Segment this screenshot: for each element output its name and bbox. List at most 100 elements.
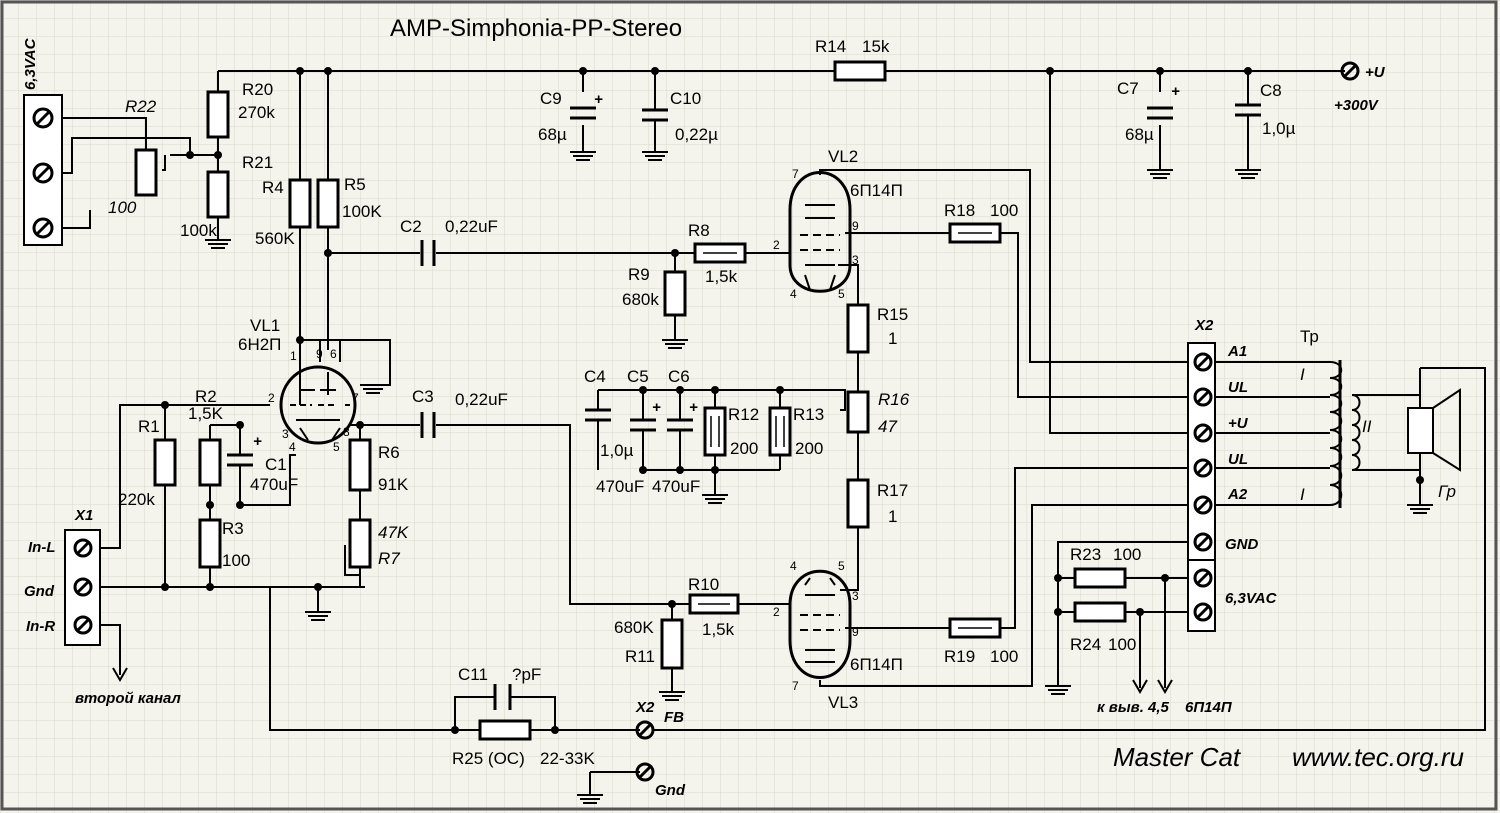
capacitor-c7 bbox=[1147, 106, 1173, 120]
capacitor-c8 bbox=[1235, 103, 1261, 117]
resistor-r3 bbox=[198, 518, 222, 569]
svg-text:100: 100 bbox=[1113, 545, 1141, 564]
svg-text:R9: R9 bbox=[628, 265, 650, 284]
svg-text:1: 1 bbox=[888, 507, 897, 526]
svg-text:6П14П: 6П14П bbox=[850, 181, 903, 200]
svg-text:680K: 680K bbox=[614, 618, 654, 637]
svg-text:VL2: VL2 bbox=[828, 147, 858, 166]
svg-text:C10: C10 bbox=[670, 89, 701, 108]
svg-text:R1: R1 bbox=[138, 417, 160, 436]
ground-symbols bbox=[205, 151, 1433, 804]
svg-text:R4: R4 bbox=[262, 178, 284, 197]
svg-text:R17: R17 bbox=[877, 481, 908, 500]
svg-text:R16: R16 bbox=[878, 390, 910, 409]
capacitors: ++ ++ + bbox=[227, 83, 1261, 710]
svg-text:2: 2 bbox=[268, 391, 275, 405]
resistor-r21 bbox=[206, 170, 230, 219]
tube-vl2 bbox=[788, 171, 852, 293]
svg-text:100: 100 bbox=[990, 647, 1018, 666]
svg-text:1,5k: 1,5k bbox=[705, 267, 738, 286]
capacitor-c10 bbox=[642, 108, 668, 122]
resistor-r15 bbox=[846, 303, 870, 354]
output-transformer bbox=[1329, 360, 1361, 508]
svg-text:C9: C9 bbox=[540, 89, 562, 108]
svg-text:A2: A2 bbox=[1227, 486, 1248, 503]
resistor-r17 bbox=[846, 478, 870, 529]
svg-text:1: 1 bbox=[290, 349, 297, 363]
svg-text:4: 4 bbox=[790, 559, 797, 573]
svg-text:R25 (OC): R25 (OC) bbox=[452, 749, 525, 768]
svg-text:+: + bbox=[1171, 83, 1180, 100]
svg-text:3: 3 bbox=[852, 253, 859, 267]
svg-text:8: 8 bbox=[343, 425, 350, 439]
svg-text:GND: GND bbox=[1225, 536, 1259, 553]
svg-text:+U: +U bbox=[1365, 64, 1386, 81]
svg-text:470uF: 470uF bbox=[250, 475, 298, 494]
resistor-r22 bbox=[134, 148, 158, 197]
svg-text:C4: C4 bbox=[584, 367, 606, 386]
terminal-heater-left bbox=[23, 94, 63, 246]
svg-text:R22: R22 bbox=[125, 97, 157, 116]
tube-vl3 bbox=[788, 569, 852, 679]
svg-text:UL: UL bbox=[1228, 451, 1248, 468]
tube-vl1 bbox=[279, 365, 357, 445]
svg-text:91K: 91K bbox=[378, 475, 409, 494]
svg-text:100: 100 bbox=[1108, 635, 1136, 654]
svg-text:9: 9 bbox=[852, 219, 859, 233]
svg-text:R10: R10 bbox=[688, 575, 719, 594]
terminal-misc bbox=[635, 61, 1360, 782]
svg-text:C1: C1 bbox=[265, 455, 287, 474]
svg-text:6П14П: 6П14П bbox=[850, 655, 903, 674]
svg-text:?pF: ?pF bbox=[512, 665, 541, 684]
svg-text:1,5K: 1,5K bbox=[188, 404, 224, 423]
svg-text:1,5k: 1,5k bbox=[702, 620, 735, 639]
wires bbox=[62, 70, 1486, 795]
svg-text:1: 1 bbox=[888, 329, 897, 348]
resistor-r12 bbox=[703, 406, 727, 457]
svg-text:Gnd: Gnd bbox=[24, 583, 55, 600]
svg-text:In-R: In-R bbox=[26, 618, 55, 635]
svg-text:R20: R20 bbox=[242, 80, 273, 99]
svg-text:22-33K: 22-33K bbox=[540, 749, 595, 768]
svg-text:+: + bbox=[253, 433, 262, 450]
svg-text:+U: +U bbox=[1228, 415, 1249, 432]
svg-text:100k: 100k bbox=[180, 221, 217, 240]
svg-text:R14: R14 bbox=[815, 37, 846, 56]
svg-text:68µ: 68µ bbox=[538, 125, 567, 144]
capacitor-c9 bbox=[570, 106, 596, 120]
svg-text:6Н2П: 6Н2П bbox=[238, 335, 281, 354]
svg-text:R5: R5 bbox=[344, 175, 366, 194]
svg-text:3: 3 bbox=[852, 589, 859, 603]
svg-text:270k: 270k bbox=[238, 103, 275, 122]
svg-text:R12: R12 bbox=[728, 405, 759, 424]
svg-text:R11: R11 bbox=[625, 647, 655, 666]
svg-text:In-L: In-L bbox=[28, 539, 56, 556]
svg-text:C5: C5 bbox=[627, 367, 649, 386]
svg-text:+: + bbox=[652, 399, 661, 416]
svg-text:VL3: VL3 bbox=[828, 693, 858, 712]
svg-text:R2: R2 bbox=[195, 387, 217, 406]
svg-text:II: II bbox=[1362, 417, 1372, 436]
svg-text:R18: R18 bbox=[944, 201, 975, 220]
svg-text:1,0µ: 1,0µ bbox=[600, 441, 634, 460]
svg-text:6: 6 bbox=[330, 347, 337, 361]
resistor-r2 bbox=[198, 438, 222, 487]
resistor-r4 bbox=[288, 178, 312, 229]
resistor-r25 bbox=[478, 719, 532, 741]
svg-text:C6: C6 bbox=[668, 367, 690, 386]
svg-text:R21: R21 bbox=[242, 153, 273, 172]
svg-text:100K: 100K bbox=[342, 202, 382, 221]
svg-text:5: 5 bbox=[333, 440, 340, 454]
svg-text:15k: 15k bbox=[862, 37, 890, 56]
svg-text:0,22uF: 0,22uF bbox=[445, 217, 498, 236]
svg-text:470uF: 470uF bbox=[596, 477, 644, 496]
svg-text:R8: R8 bbox=[688, 221, 710, 240]
svg-text:Gnd: Gnd bbox=[655, 782, 686, 799]
resistor-r16 bbox=[846, 390, 870, 434]
svg-text:4: 4 bbox=[790, 287, 797, 301]
svg-text:68µ: 68µ bbox=[1125, 125, 1154, 144]
